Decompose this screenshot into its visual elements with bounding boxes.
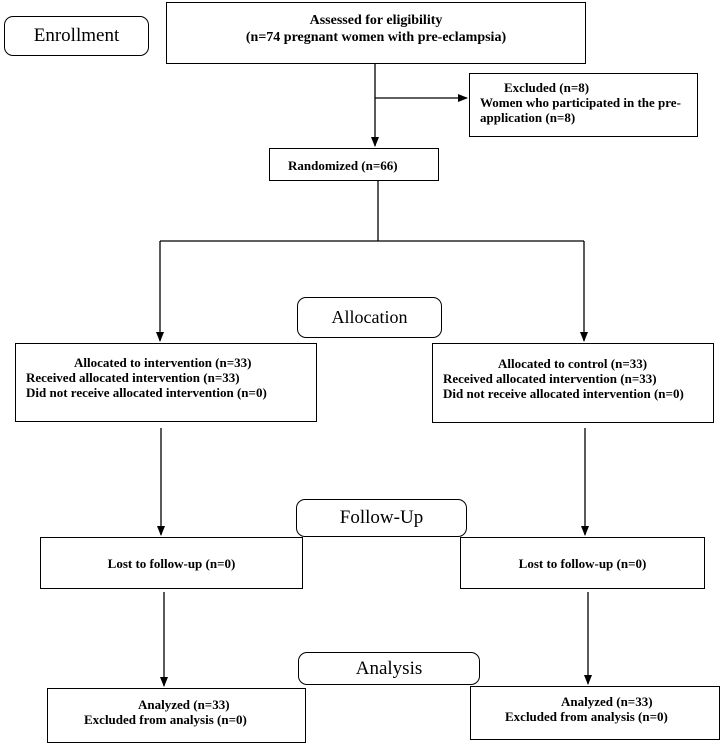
stage-label-allocation: Allocation [297, 297, 442, 338]
excluded-line-3: application (n=8) [480, 110, 576, 125]
analyzed-control-box: Analyzed (n=33) Excluded from analysis (… [470, 686, 720, 740]
lost-ctl-text: Lost to follow-up (n=0) [518, 556, 647, 571]
alloc-ctl-line-2: Received allocated intervention (n=33) [443, 371, 657, 386]
alloc-int-line-3: Did not receive allocated intervention (… [26, 385, 267, 400]
stage-label-follow-up: Follow-Up [296, 499, 467, 537]
excluded-box: Excluded (n=8) Women who participated in… [469, 73, 698, 137]
stage-enrollment-text: Enrollment [33, 25, 120, 46]
anal-int-line-1: Analyzed (n=33) [138, 697, 230, 712]
lost-to-follow-up-intervention-box: Lost to follow-up (n=0) [40, 537, 303, 589]
allocated-control-box: Allocated to control (n=33) Received all… [432, 343, 714, 423]
randomized-box: Randomized (n=66) [269, 148, 439, 181]
anal-ctl-line-2: Excluded from analysis (n=0) [505, 709, 668, 724]
randomized-text: Randomized (n=66) [288, 158, 398, 173]
excluded-line-2: Women who participated in the pre- [480, 95, 681, 110]
assessed-for-eligibility-box: Assessed for eligibility (n=74 pregnant … [166, 2, 586, 64]
analyzed-intervention-box: Analyzed (n=33) Excluded from analysis (… [47, 688, 306, 743]
stage-label-analysis: Analysis [298, 652, 480, 685]
alloc-ctl-line-3: Did not receive allocated intervention (… [443, 386, 684, 401]
alloc-int-line-1: Allocated to intervention (n=33) [74, 355, 252, 370]
assessed-line-2: (n=74 pregnant women with pre-eclampsia) [245, 30, 507, 45]
allocated-intervention-box: Allocated to intervention (n=33) Receive… [15, 343, 317, 422]
stage-allocation-text: Allocation [331, 307, 408, 327]
alloc-ctl-line-1: Allocated to control (n=33) [498, 356, 648, 371]
stage-label-enrollment: Enrollment [4, 16, 149, 56]
assessed-line-1: Assessed for eligibility [309, 13, 443, 28]
stage-follow-up-text: Follow-Up [339, 507, 424, 528]
anal-int-line-2: Excluded from analysis (n=0) [84, 712, 247, 727]
anal-ctl-line-1: Analyzed (n=33) [561, 694, 653, 709]
alloc-int-line-2: Received allocated intervention (n=33) [26, 370, 240, 385]
excluded-line-1: Excluded (n=8) [504, 80, 590, 95]
lost-int-text: Lost to follow-up (n=0) [107, 556, 236, 571]
lost-to-follow-up-control-box: Lost to follow-up (n=0) [460, 537, 705, 589]
stage-analysis-text: Analysis [355, 657, 423, 679]
